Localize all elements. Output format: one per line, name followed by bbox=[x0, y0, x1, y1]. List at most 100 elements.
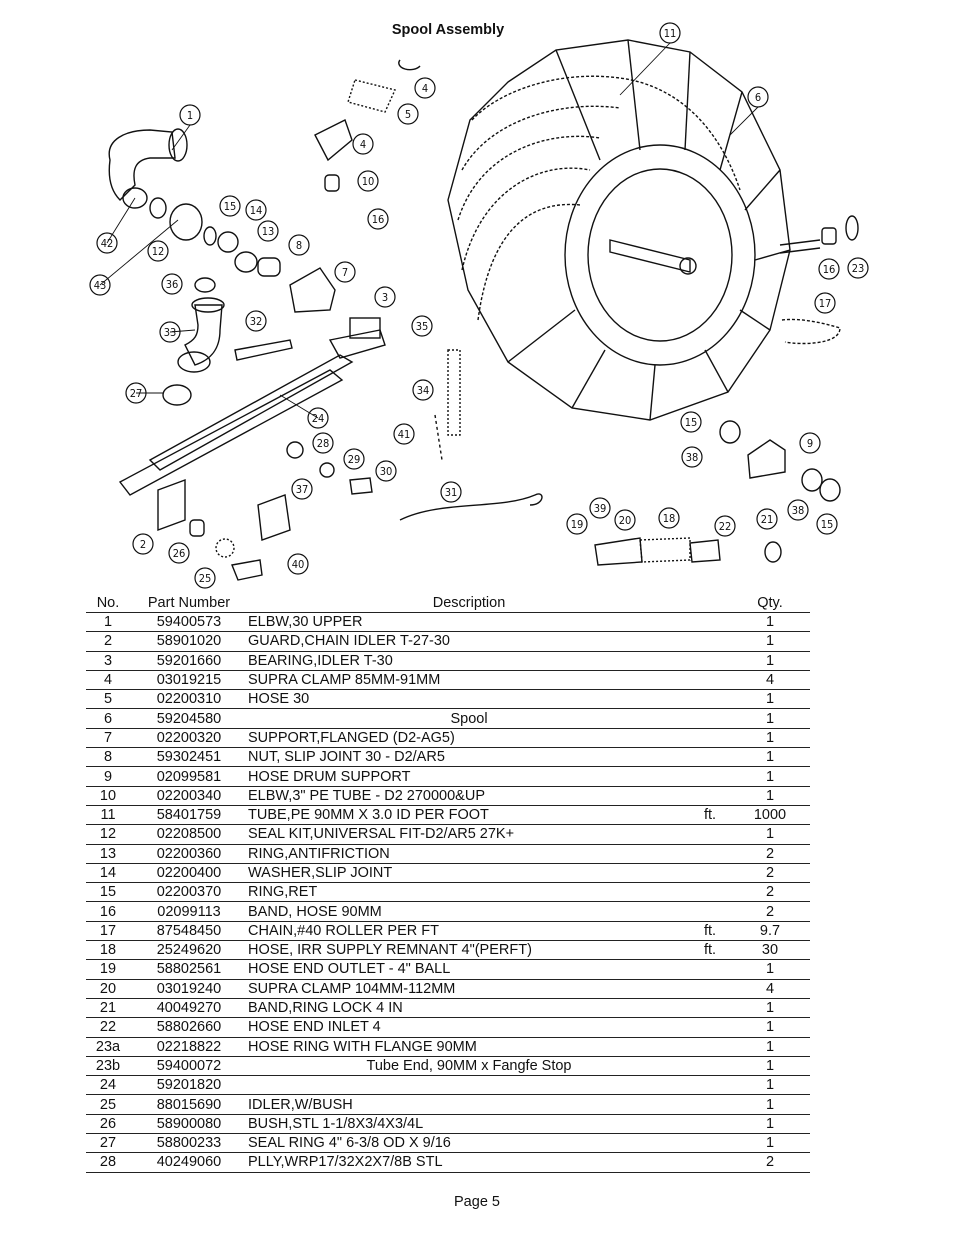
row-no: 23b bbox=[86, 1056, 130, 1077]
row-part-number: 25249620 bbox=[130, 940, 248, 961]
row-qty: 2 bbox=[730, 901, 810, 922]
row-description: BAND, HOSE 90MM bbox=[248, 901, 690, 922]
row-unit bbox=[690, 670, 730, 691]
row-unit bbox=[690, 708, 730, 729]
row-part-number: 40249060 bbox=[130, 1152, 248, 1173]
svg-text:33: 33 bbox=[164, 326, 177, 339]
row-part-number: 02099581 bbox=[130, 766, 248, 787]
row-unit bbox=[690, 1037, 730, 1057]
svg-text:38: 38 bbox=[792, 504, 805, 517]
svg-text:1: 1 bbox=[187, 109, 193, 122]
svg-text:25: 25 bbox=[199, 572, 212, 585]
svg-text:16: 16 bbox=[823, 263, 836, 276]
svg-text:37: 37 bbox=[296, 483, 309, 496]
header-no: No. bbox=[86, 593, 130, 613]
svg-text:24: 24 bbox=[312, 412, 325, 425]
row-description: Tube End, 90MM x Fangfe Stop bbox=[248, 1056, 690, 1077]
svg-text:17: 17 bbox=[819, 297, 832, 310]
row-no: 7 bbox=[86, 728, 130, 749]
svg-text:4: 4 bbox=[422, 82, 428, 95]
row-unit bbox=[690, 747, 730, 768]
table-header-row: No. Part Number Description Qty. bbox=[86, 593, 810, 613]
svg-text:30: 30 bbox=[380, 465, 393, 478]
row-description: RING,ANTIFRICTION bbox=[248, 844, 690, 864]
row-unit bbox=[690, 863, 730, 884]
row-part-number: 59201820 bbox=[130, 1075, 248, 1096]
header-part-number: Part Number bbox=[130, 593, 248, 613]
row-unit bbox=[690, 1017, 730, 1038]
row-description: HOSE 30 bbox=[248, 689, 690, 710]
svg-text:2: 2 bbox=[140, 538, 146, 551]
row-no: 25 bbox=[86, 1094, 130, 1115]
row-unit bbox=[690, 998, 730, 1019]
svg-text:13: 13 bbox=[262, 225, 275, 238]
svg-text:9: 9 bbox=[807, 437, 813, 450]
svg-text:39: 39 bbox=[594, 502, 607, 515]
header-qty: Qty. bbox=[730, 593, 810, 613]
page-title: Spool Assembly bbox=[391, 22, 505, 38]
row-unit bbox=[690, 901, 730, 922]
row-part-number: 58802660 bbox=[130, 1017, 248, 1038]
row-no: 26 bbox=[86, 1114, 130, 1135]
row-qty: 2 bbox=[730, 844, 810, 864]
row-description: NUT, SLIP JOINT 30 - D2/AR5 bbox=[248, 747, 690, 768]
row-qty: 2 bbox=[730, 863, 810, 884]
row-description: GUARD,CHAIN IDLER T-27-30 bbox=[248, 631, 690, 652]
row-description bbox=[248, 1075, 690, 1096]
row-qty: 1 bbox=[730, 747, 810, 768]
svg-text:42: 42 bbox=[101, 237, 114, 250]
row-unit bbox=[690, 882, 730, 903]
row-no: 27 bbox=[86, 1133, 130, 1154]
row-part-number: 03019240 bbox=[130, 979, 248, 999]
row-qty: 1 bbox=[730, 689, 810, 710]
row-no: 8 bbox=[86, 747, 130, 768]
row-unit bbox=[690, 1114, 730, 1135]
row-qty: 1 bbox=[730, 1056, 810, 1077]
row-description: ELBW,3" PE TUBE - D2 270000&UP bbox=[248, 786, 690, 806]
row-no: 3 bbox=[86, 651, 130, 671]
row-description: SEAL KIT,UNIVERSAL FIT-D2/AR5 27K+ bbox=[248, 824, 690, 845]
row-no: 5 bbox=[86, 689, 130, 710]
svg-text:43: 43 bbox=[94, 279, 107, 292]
row-qty: 1000 bbox=[730, 805, 810, 826]
row-part-number: 59204580 bbox=[130, 708, 248, 729]
svg-text:26: 26 bbox=[173, 547, 186, 560]
row-part-number: 02200400 bbox=[130, 863, 248, 884]
row-no: 13 bbox=[86, 844, 130, 864]
row-part-number: 59201660 bbox=[130, 651, 248, 671]
row-description: Spool bbox=[248, 708, 690, 729]
svg-text:15: 15 bbox=[224, 200, 237, 213]
row-unit bbox=[690, 1056, 730, 1077]
row-part-number: 02200320 bbox=[130, 728, 248, 749]
row-part-number: 02099113 bbox=[130, 901, 248, 922]
row-no: 9 bbox=[86, 766, 130, 787]
row-qty: 1 bbox=[730, 1114, 810, 1135]
row-no: 17 bbox=[86, 921, 130, 942]
row-unit bbox=[690, 786, 730, 806]
svg-text:28: 28 bbox=[317, 437, 330, 450]
row-description: IDLER,W/BUSH bbox=[248, 1094, 690, 1115]
svg-text:14: 14 bbox=[250, 204, 263, 217]
row-unit bbox=[690, 689, 730, 710]
row-part-number: 58401759 bbox=[130, 805, 248, 826]
